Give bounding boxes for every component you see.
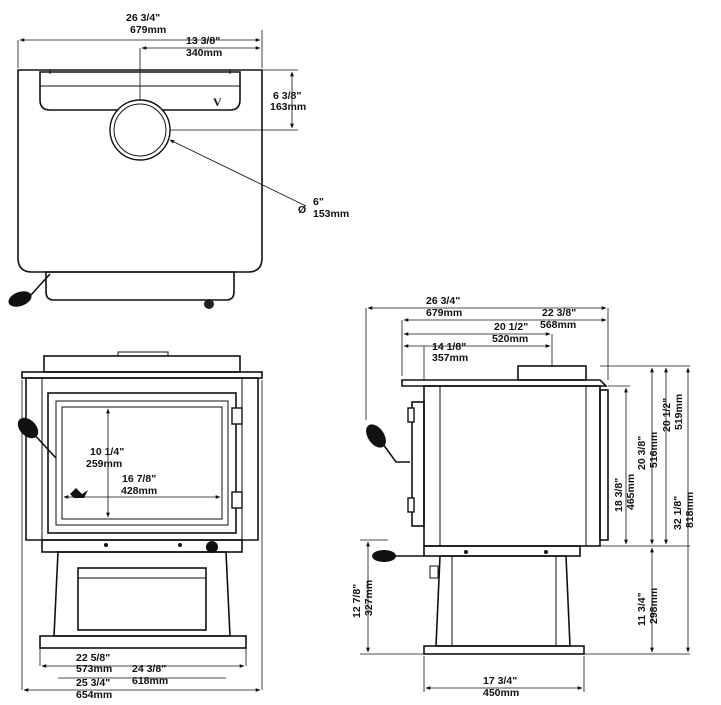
dim-flue-back-mm: 520mm xyxy=(492,333,528,345)
flue-collar-inner xyxy=(113,103,167,157)
dim-ped-w-in: 24 3/8" xyxy=(132,663,166,675)
front-door xyxy=(47,392,237,534)
logo-mark: V xyxy=(213,95,222,109)
dim-leg-span-in: 22 5/8" xyxy=(76,652,110,664)
dim-front-width-in: 25 3/4" xyxy=(76,677,110,689)
handle-knob-side xyxy=(366,424,386,448)
dim-flue-y-in: 6 3/8" xyxy=(273,90,301,102)
dim-flue-off-in: 14 1/8" xyxy=(432,341,466,353)
dim-side-depth-in: 26 3/4" xyxy=(426,295,460,307)
dim-door-h-mm: 259mm xyxy=(86,458,122,470)
dim-ash-h-in: 12 7/8" xyxy=(351,584,363,618)
front-base xyxy=(39,635,247,649)
ash-drawer xyxy=(77,567,207,631)
dim-flue-back-in: 20 1/2" xyxy=(494,321,528,333)
handle-knob-front xyxy=(17,417,39,439)
dim-top-width-mm: 679mm xyxy=(130,24,166,36)
dim-firebox-h-in: 18 3/8" xyxy=(613,478,625,512)
side-flue-collar xyxy=(517,365,587,381)
dim-flue-dia-in: 6" xyxy=(313,196,324,208)
dim-top-width-in: 26 3/4" xyxy=(126,12,160,24)
top-view-base xyxy=(45,271,235,301)
front-flue-plate xyxy=(43,355,241,373)
top-view-lid xyxy=(39,71,241,111)
dim-flue-y-mm: 163mm xyxy=(270,101,306,113)
front-body xyxy=(25,377,259,541)
dim-flue-x-mm: 340mm xyxy=(186,47,222,59)
top-view: V 26 3/4" 679mm 13 3/8" 340mm 6 3/8" 163… xyxy=(8,12,349,309)
front-pedestal xyxy=(53,551,231,637)
side-top xyxy=(401,379,608,387)
flue-collar-outer xyxy=(109,99,171,161)
side-pedestal xyxy=(435,555,571,647)
dim-flue-off-mm: 357mm xyxy=(432,352,468,364)
dim-door-h-in: 10 1/4" xyxy=(90,446,124,458)
dim-leg-span-mm: 573mm xyxy=(76,663,112,675)
handle-knob-top xyxy=(8,291,32,307)
dim-overall-h-mm: 818mm xyxy=(684,492,696,528)
dim-top-rear-mm: 516mm xyxy=(648,432,660,468)
front-view: 10 1/4" 259mm 16 7/8" 428mm 22 5/8" 573m… xyxy=(17,351,263,701)
dim-ped-h-in: 11 3/4" xyxy=(636,592,648,626)
dim-top-h-in: 20 1/2" xyxy=(661,398,673,432)
dim-top-rear-in: 20 3/8" xyxy=(636,436,648,470)
side-base xyxy=(423,645,585,655)
ash-handle-knob xyxy=(206,541,218,553)
door-logo xyxy=(70,488,88,498)
side-body xyxy=(423,385,601,547)
dim-ped-d-mm: 450mm xyxy=(483,687,519,699)
dim-flue-dia-mm: 153mm xyxy=(313,208,349,220)
dim-ash-h-mm: 327mm xyxy=(363,580,375,616)
dim-side-depth-mm: 679mm xyxy=(426,307,462,319)
dim-overall-h-in: 32 1/8" xyxy=(672,496,684,530)
dim-ped-h-mm: 298mm xyxy=(648,588,660,624)
side-view: 26 3/4" 679mm 22 3/8" 568mm 20 1/2" 520m… xyxy=(351,295,696,699)
dim-body-depth-in: 22 3/8" xyxy=(542,307,576,319)
dim-top-h-mm: 519mm xyxy=(673,394,685,430)
dim-door-w-in: 16 7/8" xyxy=(122,473,156,485)
side-apron xyxy=(423,545,581,557)
door-glass-outer xyxy=(55,400,229,526)
foot-right xyxy=(204,299,214,309)
top-view-body xyxy=(17,69,263,273)
ash-handle-side xyxy=(372,550,396,562)
dim-firebox-h-mm: 465mm xyxy=(625,474,637,510)
rear-shield xyxy=(599,389,609,541)
dim-ped-w-mm: 618mm xyxy=(132,675,168,687)
dim-door-w-mm: 428mm xyxy=(121,485,157,497)
dim-flue-x-in: 13 3/8" xyxy=(186,35,220,47)
dim-flue-dia-symbol: Ø xyxy=(298,204,306,216)
dim-ped-d-in: 17 3/4" xyxy=(483,675,517,687)
dim-front-width-mm: 654mm xyxy=(76,689,112,701)
front-top xyxy=(21,371,263,379)
door-glass xyxy=(61,406,223,520)
dim-body-depth-mm: 568mm xyxy=(540,319,576,331)
